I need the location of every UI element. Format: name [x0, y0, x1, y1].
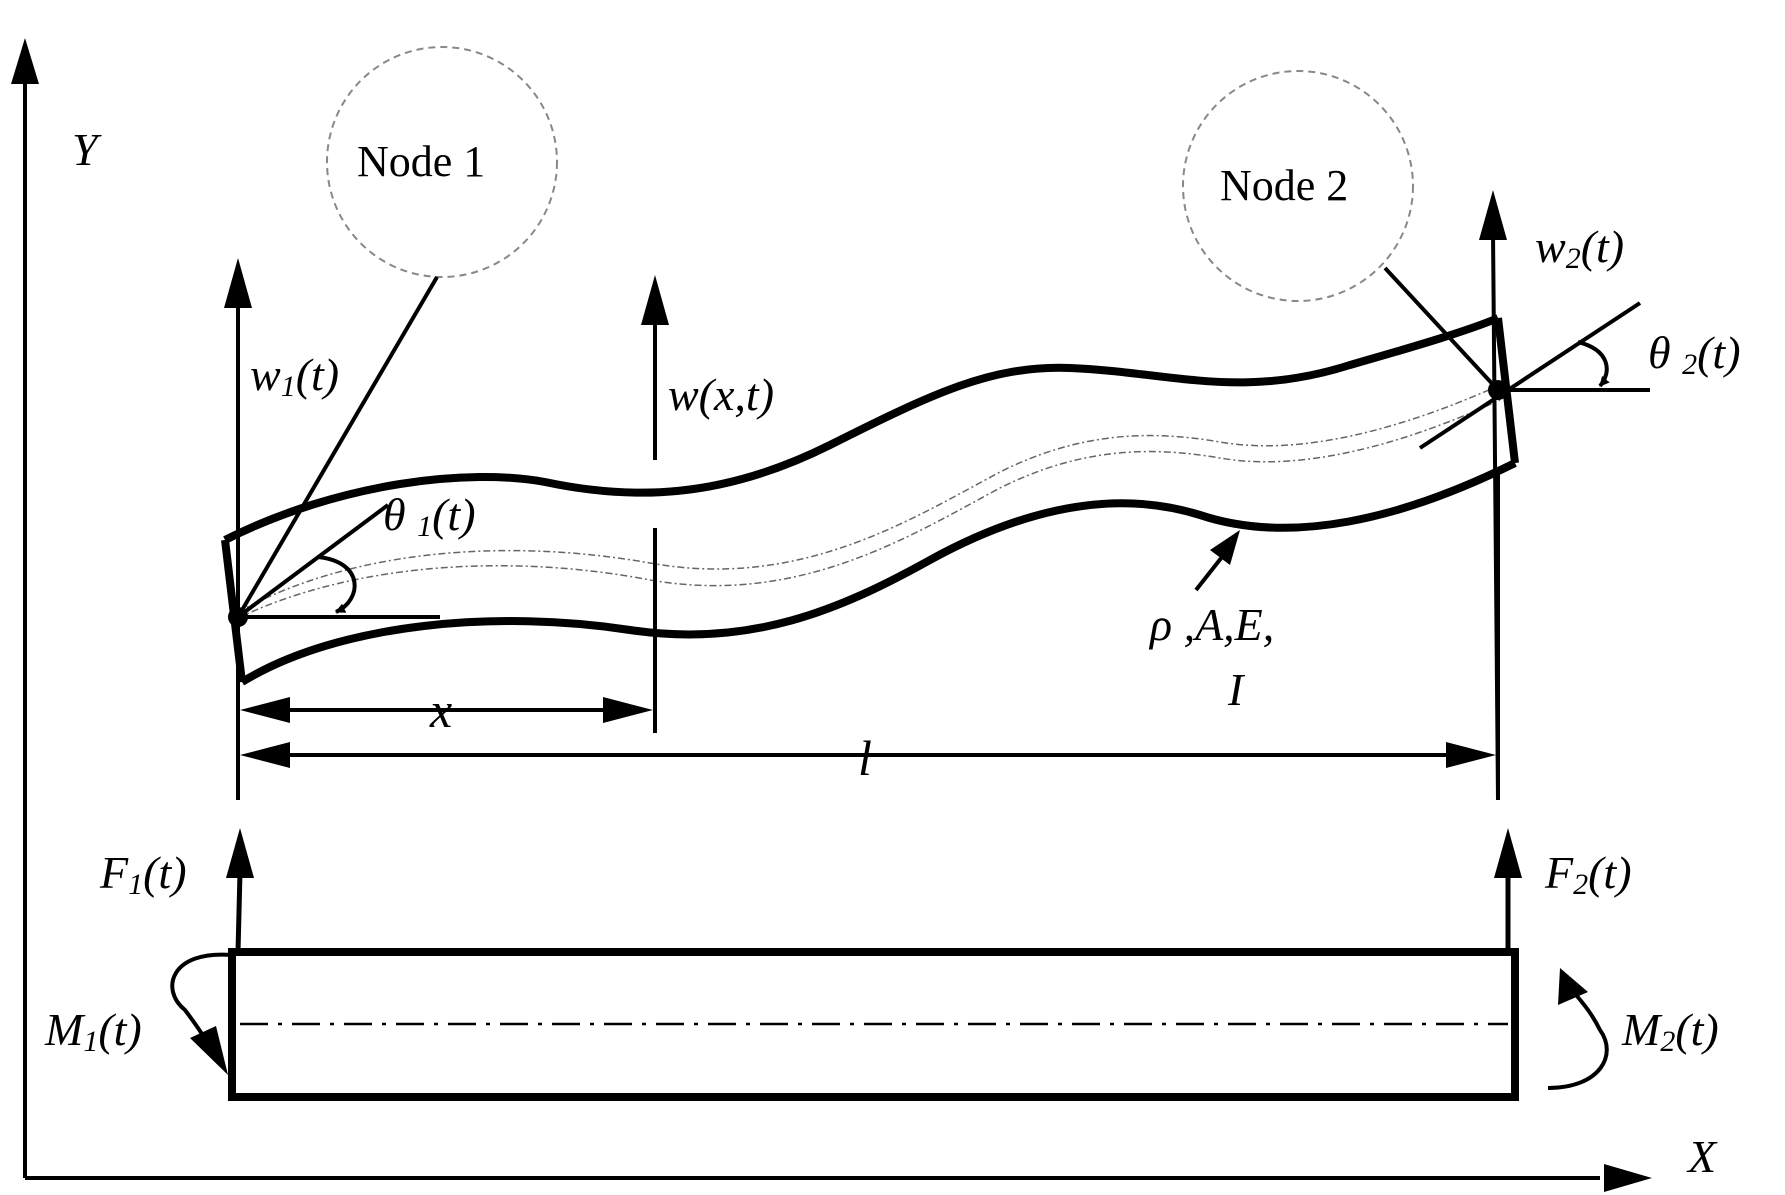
material-properties: ρ ,A,E, I	[1148, 530, 1274, 715]
rotation-angles: θ 1(t) θ 2(t)	[236, 301, 1741, 619]
M2-arrowhead	[1558, 968, 1588, 1005]
w2-label: w2(t)	[1535, 221, 1624, 275]
theta1-label: θ 1(t)	[383, 489, 476, 543]
undeformed-element: F1(t) F2(t) M1(t) M2(t)	[44, 828, 1719, 1101]
M2-label: M2(t)	[1621, 1004, 1719, 1058]
global-axes: Y X	[11, 38, 1718, 1192]
F1-arrowhead	[226, 828, 254, 878]
w2-arrowhead	[1479, 190, 1507, 240]
props-label-line1: ρ ,A,E,	[1148, 599, 1274, 650]
M1-label: M1(t)	[44, 1004, 142, 1058]
x-dimension-arrow-left	[240, 697, 290, 723]
dimensions: x l	[236, 470, 1500, 800]
wxt-label: w(x,t)	[668, 369, 774, 420]
x-axis-arrowhead	[1604, 1164, 1652, 1192]
M2-moment-arc	[1547, 988, 1609, 1090]
wxt-arrowhead	[641, 275, 669, 325]
node2-callout-circle	[1182, 70, 1414, 302]
node1-leader	[236, 275, 439, 619]
node1-label: Node 1	[357, 137, 485, 186]
props-pointer-head	[1210, 530, 1240, 565]
undeformed-beam-rect	[228, 948, 1519, 1101]
theta1-arc	[317, 555, 357, 614]
theta2-arc	[1577, 340, 1610, 388]
displacement-arrows: w1(t) w(x,t) w2(t)	[224, 190, 1624, 801]
x-dimension-label: x	[429, 682, 452, 738]
node-callouts: Node 1 Node 2	[236, 46, 1500, 619]
node2-leader	[1383, 266, 1500, 392]
x-dimension-arrow-right	[603, 697, 653, 723]
x-axis-label: X	[1686, 1131, 1718, 1182]
F2-label: F2(t)	[1544, 847, 1632, 901]
neutral-axis-line-a	[237, 384, 1501, 613]
w1-arrowhead	[224, 258, 252, 308]
l-dimension-label: l	[858, 730, 872, 786]
node2-label: Node 2	[1220, 161, 1348, 210]
F1-arrow-shaft	[235, 871, 243, 953]
w1-label: w1(t)	[250, 349, 339, 403]
y-axis-label: Y	[72, 124, 102, 175]
beam-top-edge	[223, 314, 1500, 544]
y-axis-arrowhead	[11, 38, 39, 84]
props-label-line2: I	[1227, 664, 1246, 715]
theta2-tangent-line	[1418, 301, 1642, 450]
props-pointer-shaft	[1194, 555, 1224, 592]
theta1-tangent-line	[236, 503, 390, 619]
node1-callout-circle	[326, 46, 558, 278]
F1-label: F1(t)	[99, 847, 187, 901]
theta2-label: θ 2(t)	[1648, 327, 1741, 381]
beam-bottom-edge	[239, 459, 1517, 686]
neutral-axis-line-b	[237, 399, 1501, 619]
l-dimension-arrow-right	[1446, 742, 1496, 768]
M1-arrowhead	[190, 1026, 228, 1075]
l-dimension-arrow-left	[240, 742, 290, 768]
deformed-beam	[221, 314, 1519, 686]
F2-arrowhead	[1494, 828, 1522, 878]
